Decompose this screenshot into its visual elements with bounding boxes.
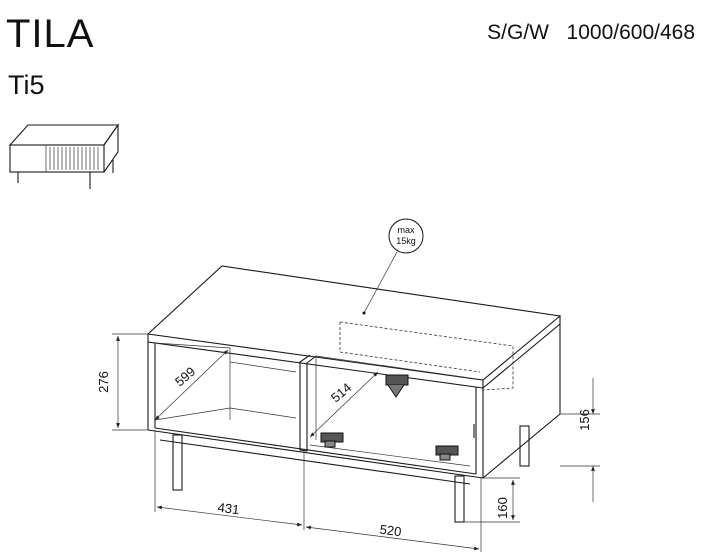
height-left-label: 276: [96, 371, 111, 393]
dimension-depth-right: 514: [309, 371, 379, 438]
dimension-height-left: 276: [96, 333, 148, 431]
depth-left-label: 599: [172, 364, 198, 389]
leg-height-label: 160: [495, 497, 510, 519]
product-dimensions: S/G/W 1000/600/468: [487, 22, 695, 43]
max-load-badge: max 15kg: [362, 218, 424, 315]
table-legs: [172, 425, 530, 523]
dims-label: S/G/W: [487, 21, 550, 44]
dims-value: 1000/600/468: [566, 21, 695, 44]
dimension-depth-left: 599: [154, 349, 229, 421]
load-line1: max: [397, 225, 415, 235]
thumbnail-icon: [8, 123, 120, 189]
product-code: Ti5: [8, 70, 45, 100]
table-body: [146, 265, 562, 485]
dimension-leg-height: 160: [464, 477, 520, 523]
width-right-label: 520: [379, 522, 402, 540]
hinge-fitting-icon: [320, 374, 459, 461]
dimension-front-right: 156: [560, 378, 600, 502]
depth-right-label: 514: [328, 380, 354, 405]
product-name: TILA: [6, 12, 95, 56]
dimension-width: 431 520: [154, 430, 482, 552]
front-right-label: 156: [577, 409, 592, 431]
load-line2: 15kg: [396, 236, 416, 246]
width-left-label: 431: [217, 500, 240, 518]
